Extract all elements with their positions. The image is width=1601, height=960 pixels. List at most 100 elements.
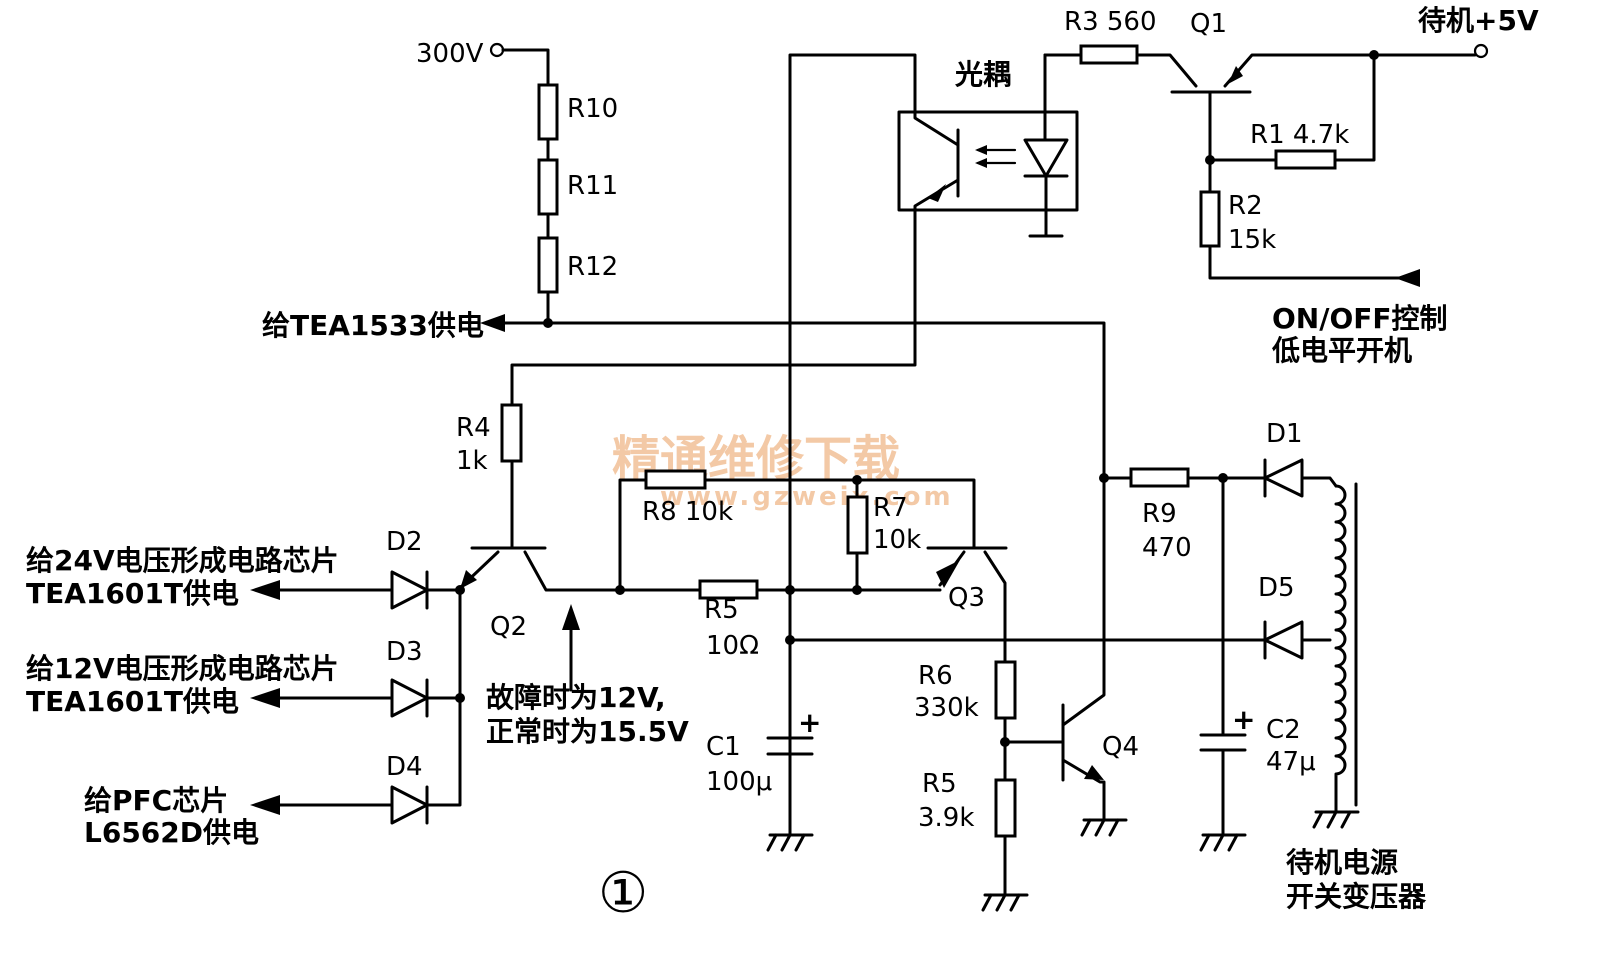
label-r4-value: 1k — [456, 446, 488, 476]
label-r5b-value: 3.9k — [918, 803, 974, 833]
label-r10: R10 — [567, 94, 618, 124]
resistor-r2 — [1199, 190, 1221, 248]
ground-transformer-icon — [1312, 810, 1360, 829]
transformer-winding — [1334, 484, 1347, 814]
label-r1: R1 4.7k — [1250, 120, 1349, 150]
label-d4: D4 — [386, 752, 423, 782]
wire-opto-collector — [788, 53, 960, 837]
label-pfc-2: L6562D供电 — [84, 816, 259, 849]
capacitor-c2-plates — [1199, 733, 1247, 752]
label-fault-2: 正常时为15.5V — [486, 715, 689, 748]
arrow-tea1533-icon — [480, 314, 505, 332]
resistor-r10 — [537, 83, 559, 141]
wire-300v — [501, 48, 550, 87]
junction-c1-top — [785, 585, 795, 595]
label-r9-value: 470 — [1142, 533, 1192, 563]
label-r12: R12 — [567, 252, 618, 282]
label-q3: Q3 — [948, 583, 985, 613]
resistor-r5-3k9 — [994, 778, 1017, 838]
diode-d4-icon — [390, 785, 429, 825]
wire-q2-base — [523, 550, 622, 592]
q3-emitter — [938, 550, 966, 587]
label-transformer-2: 开关变压器 — [1286, 880, 1427, 913]
resistor-r8 — [644, 469, 707, 490]
label-q4: Q4 — [1102, 732, 1139, 762]
label-r5a-value: 10Ω — [706, 631, 759, 661]
ground-q4-icon — [1080, 818, 1128, 837]
opto-led-ground — [1028, 174, 1064, 238]
wire-opto-emitter — [510, 178, 960, 407]
label-r11: R11 — [567, 171, 618, 201]
label-r6: R6 — [918, 661, 953, 691]
label-out12-2: TEA1601T供电 — [26, 685, 239, 718]
arrow-fault-icon — [562, 604, 580, 630]
label-r9: R9 — [1142, 499, 1177, 529]
arrow-d2-out-icon — [250, 580, 280, 600]
label-r7-value: 10k — [873, 525, 921, 555]
label-d1: D1 — [1266, 419, 1303, 449]
opto-emitter-arrow-icon — [928, 184, 946, 202]
arrow-onoff-icon — [1395, 269, 1420, 287]
resistor-r7 — [846, 495, 869, 555]
label-out12-1: 给12V电压形成电路芯片 — [26, 652, 339, 685]
label-c1-value: 100μ — [706, 767, 772, 797]
resistor-r4 — [500, 403, 523, 463]
label-tea1533: 给TEA1533供电 — [262, 309, 484, 342]
label-out24-2: TEA1601T供电 — [26, 577, 239, 610]
wire-onoff — [1208, 244, 1412, 280]
resistor-r1 — [1274, 149, 1337, 170]
label-r8: R8 10k — [642, 497, 733, 527]
resistor-r11 — [537, 158, 559, 216]
label-c2-value: 47μ — [1266, 747, 1316, 777]
wire-r8-right — [703, 478, 976, 550]
optocoupler-box — [897, 110, 1079, 212]
arrow-d3-out-icon — [250, 688, 280, 708]
label-r5b: R5 — [922, 769, 957, 799]
label-r3: R3 560 — [1064, 7, 1157, 37]
wire-supply-rail — [546, 321, 1106, 480]
q4-emitter-arrow-icon — [1084, 765, 1104, 780]
terminal-300v — [489, 42, 505, 58]
label-d2: D2 — [386, 527, 423, 557]
diode-d3-icon — [390, 678, 429, 718]
label-d3: D3 — [386, 637, 423, 667]
wire-q4-emitter — [1061, 758, 1106, 822]
label-r7: R7 — [873, 493, 908, 523]
label-onoff-2: 低电平开机 — [1271, 334, 1412, 367]
wire-diode-bus — [425, 588, 462, 807]
wire-diode-feeds — [425, 588, 462, 700]
label-standby-5v: 待机+5V — [1418, 4, 1539, 37]
junction-q3-emitter — [852, 585, 862, 595]
label-r6-value: 330k — [914, 693, 979, 723]
label-r2-value: 15k — [1228, 225, 1276, 255]
label-r5a: R5 — [704, 595, 739, 625]
label-r2: R2 — [1228, 191, 1263, 221]
diode-d2-icon — [390, 570, 429, 610]
diode-d5-icon — [1263, 620, 1304, 660]
label-d5: D5 — [1258, 573, 1295, 603]
label-c2-plus: + — [1232, 703, 1255, 736]
label-optocoupler: 光耦 — [954, 58, 1011, 91]
terminal-5v — [1473, 43, 1489, 59]
label-r4: R4 — [456, 413, 491, 443]
label-q2: Q2 — [490, 612, 527, 642]
resistor-r6 — [994, 660, 1017, 720]
label-onoff-1: ON/OFF控制 — [1272, 302, 1448, 335]
wire-r8-left — [618, 478, 648, 592]
resistor-r12 — [537, 236, 559, 294]
label-pfc-1: 给PFC芯片 — [84, 784, 228, 817]
resistor-r9 — [1129, 467, 1190, 488]
q1-emitter-arrow-icon — [1228, 66, 1243, 84]
diode-d1-icon — [1263, 458, 1304, 498]
wire-q3-collector — [983, 550, 1007, 664]
label-c2: C2 — [1266, 715, 1301, 745]
label-c1-plus: + — [798, 706, 821, 739]
q2-emitter-arrow-icon — [460, 570, 477, 589]
watermark-url: www.gzweix.com — [660, 482, 954, 512]
label-transformer-1: 待机电源 — [1286, 846, 1398, 879]
label-out24-1: 给24V电压形成电路芯片 — [26, 544, 339, 577]
figure-number: ① — [598, 861, 648, 926]
label-c1: C1 — [706, 732, 741, 762]
label-fault-1: 故障时为12V, — [486, 681, 666, 714]
